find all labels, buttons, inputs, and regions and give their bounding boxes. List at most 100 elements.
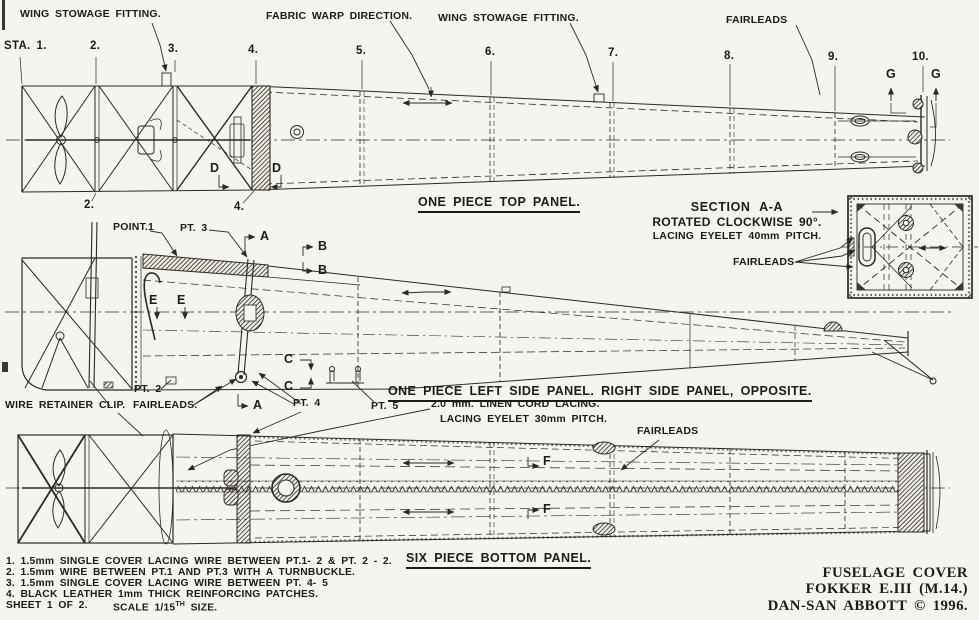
callout-wing-stowage-fitting-right: WING STOWAGE FITTING.	[438, 12, 579, 24]
tail-detail-bottom-view	[897, 450, 941, 534]
callout-wire-retainer-clip: WIRE RETAINER CLIP.	[5, 399, 126, 411]
section-marker-b-upper: B	[318, 239, 328, 253]
scan-artifact-bar	[2, 0, 5, 30]
warp-direction-arrow-side-view	[401, 289, 452, 296]
pt3-leather-band	[142, 253, 269, 278]
bottom-panel-view	[6, 429, 950, 545]
station-label-1: STA. 1.	[4, 40, 47, 52]
callout-pt-4: PT. 4	[293, 397, 321, 409]
title-block-line-1: FUSELAGE COVER	[822, 565, 968, 581]
grommet-ring	[290, 125, 304, 139]
side-callout-leaders	[89, 229, 660, 471]
callout-fairleads-side: FAIRLEADS.	[133, 399, 198, 411]
section-cut-brackets	[154, 234, 314, 409]
warp-direction-arrows-bottom-view	[402, 460, 455, 515]
station-label-9: 9.	[828, 51, 839, 63]
station-label-4-below: 4.	[234, 201, 245, 213]
station-label-7: 7.	[608, 47, 619, 59]
title-block: FUSELAGE COVER FOKKER E.III (M.14.) DAN-…	[728, 565, 968, 614]
section-marker-g-right: G	[931, 67, 941, 81]
sheet-number-note: SHEET 1 OF 2.	[6, 600, 88, 611]
section-g-arrows	[888, 87, 939, 128]
callout-fairleads-section: FAIRLEADS	[733, 256, 795, 268]
control-stick	[143, 272, 161, 341]
section-aa-view	[794, 195, 978, 299]
section-marker-c-upper: C	[284, 352, 294, 366]
section-marker-e-left: E	[149, 293, 158, 307]
section-aa-title: SECTION A-A	[690, 200, 784, 214]
title-block-line-3: DAN-SAN ABBOTT © 1996.	[767, 597, 968, 614]
fairlead-oval	[592, 522, 616, 536]
callout-point-1: POINT.1	[113, 221, 155, 233]
stitch-texture	[849, 197, 971, 297]
section-marker-d-right: D	[272, 161, 282, 175]
wing-stowage-fitting-left-shape	[161, 72, 172, 87]
station-label-8: 8.	[724, 50, 735, 62]
scale-superscript: TH	[175, 601, 186, 608]
pylon-mast	[88, 221, 93, 389]
station-label-10: 10.	[912, 51, 929, 63]
section-aa-lacing-note: LACING EYELET 40mm PITCH.	[652, 229, 822, 242]
tail-skid	[823, 321, 937, 385]
tail-detail-top-view	[838, 95, 936, 174]
station-label-3: 3.	[168, 43, 179, 55]
wing-stowage-fitting-right-shape	[593, 93, 605, 103]
notes-line-1: 1. 1.5mm SINGLE COVER LACING WIRE BETWEE…	[6, 556, 392, 567]
step-fitting	[326, 366, 364, 384]
section-marker-e-right: E	[177, 293, 186, 307]
wire-retainer-clip-shape	[2, 362, 8, 372]
station-label-4: 4.	[248, 44, 259, 56]
section-aa-text-block: SECTION A-A ROTATED CLOCKWISE 90°. LACIN…	[648, 201, 826, 241]
station-leader-lines	[19, 56, 924, 204]
fairleads-leaders-section	[794, 237, 856, 270]
callout-fairleads-top: FAIRLEADS	[726, 14, 788, 26]
section-marker-d-left: D	[210, 161, 220, 175]
lacing-eyelet-oval	[858, 227, 876, 267]
scale-note: SCALE 1/15TH SIZE.	[113, 601, 217, 614]
section-aa-rotation-note: ROTATED CLOCKWISE 90°.	[652, 214, 822, 229]
station4-fitting	[229, 123, 245, 158]
top-callout-leaders	[151, 20, 821, 96]
centre-lacing-seam	[176, 481, 902, 492]
section-f-brackets	[527, 457, 540, 519]
view-title-bottom-panel: SIX PIECE BOTTOM PANEL.	[406, 552, 592, 569]
station4-seam-hatch	[251, 85, 271, 191]
view-title-top-panel: ONE PIECE TOP PANEL.	[418, 196, 581, 213]
section-marker-f-upper: F	[543, 454, 551, 468]
view-title-side-panel: ONE PIECE LEFT SIDE PANEL. RIGHT SIDE PA…	[388, 385, 812, 402]
section-marker-c-lower: C	[284, 379, 294, 393]
fairlead-oval	[592, 441, 616, 455]
station-label-5: 5.	[356, 45, 367, 57]
section-marker-a-bottom: A	[253, 398, 263, 412]
section-marker-a-top: A	[260, 229, 270, 243]
section-d-brackets	[218, 175, 282, 190]
callout-pt-5: PT. 5	[371, 400, 399, 412]
callout-pt-2: PT. 2	[134, 383, 162, 395]
notes-line-3: 3. 1.5mm SINGLE COVER LACING WIRE BETWEE…	[6, 578, 329, 589]
propeller-disc-outline	[158, 429, 174, 545]
scale-suffix: SIZE.	[185, 602, 218, 614]
station-label-2: 2.	[90, 40, 101, 52]
stitch-texture-bottom	[249, 435, 899, 544]
station-label-6: 6.	[485, 46, 496, 58]
station-label-2-below: 2.	[84, 199, 95, 211]
scale-prefix: SCALE 1/15	[113, 602, 176, 614]
section-marker-g-left: G	[886, 67, 896, 81]
warp-direction-arrow-top-view	[402, 87, 453, 106]
top-panel-view	[6, 20, 950, 204]
callout-lacing-eyelet-30mm: LACING EYELET 30mm PITCH.	[440, 413, 608, 425]
callout-linen-cord-lacing: 2.0 mm. LINEN CORD LACING.	[431, 398, 600, 410]
callout-pt-3: PT. 3	[180, 222, 208, 234]
notes-line-2: 2. 1.5mm WIRE BETWEEN PT.1 AND PT.3 WITH…	[6, 567, 356, 578]
title-block-line-2: FOKKER E.III (M.14.)	[805, 581, 968, 598]
callout-fairleads-bottom: FAIRLEADS	[637, 425, 699, 437]
section-marker-b-lower: B	[318, 263, 328, 277]
notes-line-4: 4. BLACK LEATHER 1mm THICK REINFORCING P…	[6, 589, 319, 600]
callout-wing-stowage-fitting-left: WING STOWAGE FITTING.	[20, 8, 161, 20]
side-panel-view	[2, 221, 952, 471]
callout-fabric-warp-direction: FABRIC WARP DIRECTION.	[266, 10, 413, 22]
engine-detail	[137, 125, 155, 155]
propeller-bottom-view	[52, 449, 66, 529]
